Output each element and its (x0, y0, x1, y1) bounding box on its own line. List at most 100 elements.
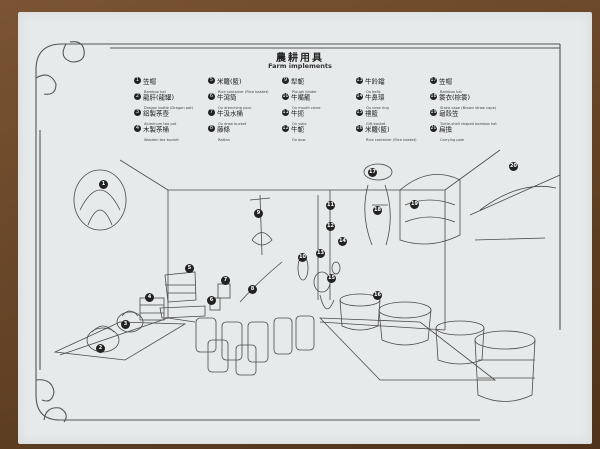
legend-number: 17 (430, 77, 437, 84)
marker-6: 6 (207, 296, 216, 305)
marker-18: 18 (373, 206, 382, 215)
legend-number: 2 (134, 93, 141, 100)
legend-number: 1 (134, 77, 141, 84)
legend-label-zh: 禮籃 (365, 109, 378, 118)
legend-label-en: Rattan (218, 138, 230, 142)
marker-9: 9 (254, 209, 263, 218)
legend-number: 13 (356, 77, 363, 84)
legend-number: 6 (208, 93, 215, 100)
legend-label-zh: 米籮(籃) (217, 77, 242, 86)
marker-11: 11 (326, 201, 335, 210)
legend-label-en: Gift basket (366, 122, 386, 126)
marker-15: 15 (327, 274, 336, 283)
marker-13: 13 (316, 249, 325, 258)
legend-number: 3 (134, 109, 141, 116)
legend-label-zh: 犁軛 (291, 77, 304, 86)
marker-20: 20 (509, 162, 518, 171)
legend-label-en: Bamboo hat (440, 90, 462, 94)
marker-4: 4 (145, 293, 154, 302)
legend-label-zh: 龍肝(龍罐) (143, 93, 175, 102)
legend-label-zh: 米籮(籃) (365, 125, 390, 134)
sign-panel (18, 12, 592, 444)
legend-label-zh: 鋁製茶壺 (143, 109, 169, 118)
legend-number: 15 (356, 109, 363, 116)
legend-label-zh: 牛鈴鐺 (365, 77, 385, 86)
legend-label-en: Ox drenching pour (218, 106, 252, 110)
legend-label-zh: 龜殼笠 (439, 109, 459, 118)
marker-10: 10 (298, 253, 307, 262)
legend-number: 18 (430, 93, 437, 100)
legend-label-en: Bamboo hat (144, 90, 166, 94)
legend-number: 20 (430, 125, 437, 132)
legend-label-en: Dragon bottle (Dragon pot) (144, 106, 194, 110)
marker-16: 16 (373, 291, 382, 300)
legend-number: 14 (356, 93, 363, 100)
legend-label-zh: 木製茶桶 (143, 125, 169, 134)
marker-17: 17 (368, 168, 377, 177)
legend-number: 5 (208, 77, 215, 84)
legend-label-zh: 藤條 (217, 125, 230, 134)
legend-label-en: Turtle-shell shaped bamboo hat (440, 122, 497, 126)
legend-label-zh: 笠帽 (439, 77, 452, 86)
marker-12: 12 (326, 222, 335, 231)
legend-label-en: Ox bells (366, 90, 381, 94)
legend-number: 11 (282, 109, 289, 116)
legend-label-en: Carrying pole (440, 138, 465, 142)
legend-number: 10 (282, 93, 289, 100)
legend-label-zh: 扁擔 (439, 125, 452, 134)
legend-label-en: Ox mouth cover (292, 106, 321, 110)
marker-3: 3 (121, 320, 130, 329)
legend-label-zh: 牛軛 (291, 125, 304, 134)
marker-1: 1 (99, 180, 108, 189)
legend-label-en: Ox draw bucket (218, 122, 247, 126)
legend-number: 7 (208, 109, 215, 116)
sign-subtitle: Farm implements (268, 62, 332, 70)
bamboo-hat-drawing (73, 169, 127, 231)
legend-label-en: Wooden tea bucket (144, 138, 179, 142)
legend-label-zh: 牛瀉筒 (217, 93, 237, 102)
legend-label-en: Rice container (Rice basket) (218, 90, 269, 94)
legend-label-en: Plough binder (292, 90, 317, 94)
legend-label-zh: 簑衣(棕簑) (439, 93, 471, 102)
legend-label-en: Ox nose ring (366, 106, 389, 110)
legend-label-zh: 笠帽 (143, 77, 156, 86)
legend-label-zh: 牛嘴籠 (291, 93, 311, 102)
legend-label-en: Straw cape (Brown straw cape) (440, 106, 497, 110)
legend-label-en: Aluminum tea pot (144, 122, 177, 126)
sign-title: 農耕用具 (276, 53, 324, 64)
marker-14: 14 (338, 237, 347, 246)
legend-label-zh: 牛鼻環 (365, 93, 385, 102)
marker-19: 19 (410, 200, 419, 209)
legend-number: 8 (208, 125, 215, 132)
legend-label-zh: 牛扼 (291, 109, 304, 118)
legend-label-en: Ox yoke (292, 122, 307, 126)
legend-number: 12 (282, 125, 289, 132)
marker-2: 2 (96, 344, 105, 353)
marker-7: 7 (221, 276, 230, 285)
legend-label-en: Ox bow (292, 138, 306, 142)
legend-number: 16 (356, 125, 363, 132)
legend-label-zh: 牛汲水桶 (217, 109, 243, 118)
